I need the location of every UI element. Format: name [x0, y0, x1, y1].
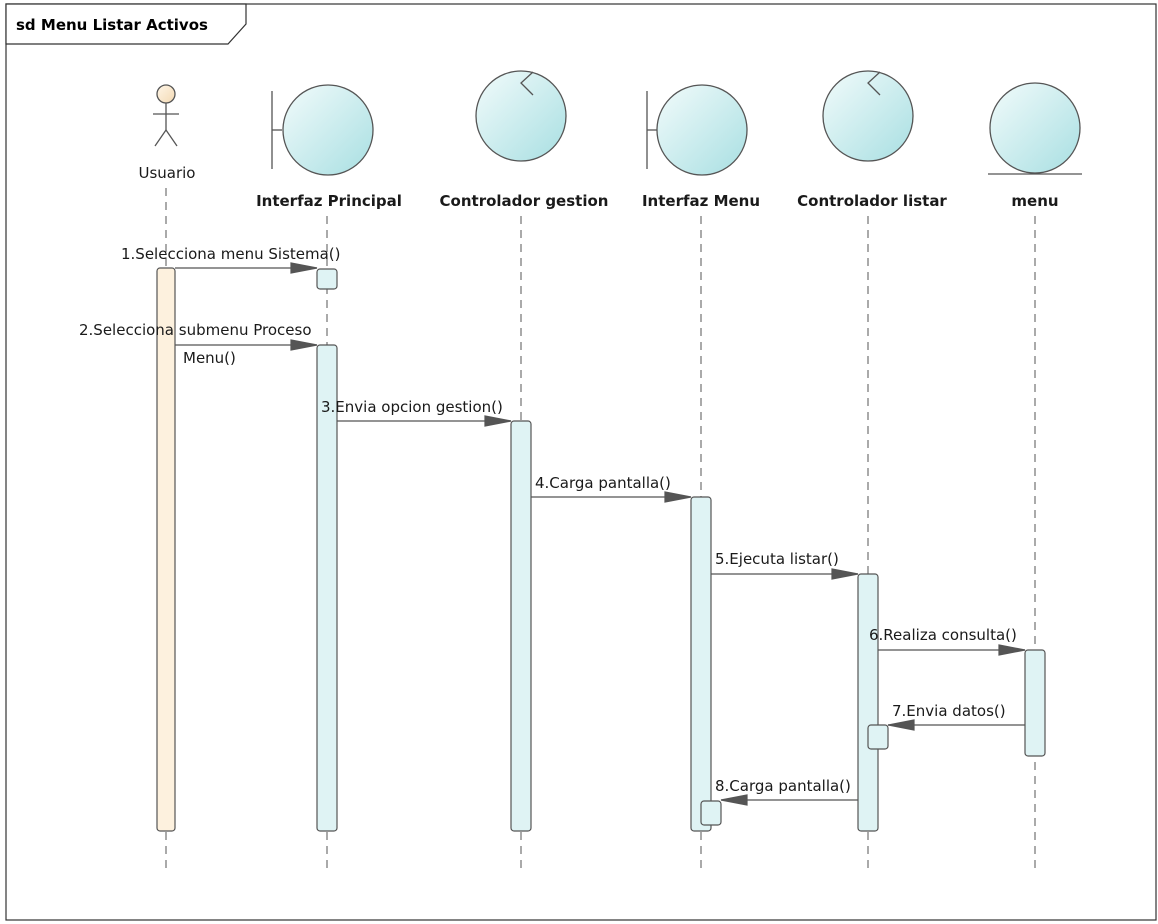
boundary-icon — [656, 84, 748, 176]
lifeline-name-controlador-gestion: Controlador gestion — [440, 192, 609, 210]
lifeline-name-usuario: Usuario — [138, 164, 195, 182]
frame-title-tab — [5, 3, 247, 45]
message-1-label: 1.Selecciona menu Sistema() — [121, 245, 341, 263]
message-4-label: 4.Carga pantalla() — [535, 474, 671, 492]
entity-icon — [989, 82, 1081, 174]
control-icon — [822, 70, 914, 162]
message-labels: 1.Selecciona menu Sistema() 2.Selecciona… — [79, 245, 1017, 795]
activation-controlador-listar — [857, 573, 879, 832]
message-6-label: 6.Realiza consulta() — [869, 626, 1017, 644]
message-6-arrowhead — [998, 644, 1026, 656]
activation-menu — [1024, 649, 1046, 757]
message-8-arrowhead — [720, 794, 748, 806]
message-arrows — [175, 262, 1026, 806]
activation-controlador-gestion — [510, 420, 532, 832]
activation-interfaz-menu — [690, 496, 712, 832]
activation-interfaz-menu-self — [700, 800, 722, 826]
message-3-arrowhead — [484, 415, 512, 427]
message-8-label: 8.Carga pantalla() — [715, 777, 851, 795]
control-controlador-listar[interactable]: Controlador listar — [797, 70, 947, 210]
boundary-interfaz-principal[interactable]: Interfaz Principal — [256, 84, 402, 210]
activations — [156, 267, 1046, 832]
frame-title: sd Menu Listar Activos — [16, 16, 208, 34]
entity-menu[interactable]: menu — [988, 82, 1082, 210]
control-controlador-gestion[interactable]: Controlador gestion — [440, 70, 609, 210]
frame-border — [5, 3, 1157, 921]
message-5-label: 5.Ejecuta listar() — [715, 550, 839, 568]
message-7-label: 7.Envia datos() — [892, 702, 1006, 720]
control-icon — [475, 70, 567, 162]
activation-controlador-listar-self — [867, 724, 889, 750]
lifeline-name-interfaz-menu: Interfaz Menu — [642, 192, 760, 210]
message-7-arrowhead — [887, 719, 915, 731]
boundary-icon — [282, 84, 374, 176]
activation-interfaz-principal-2 — [316, 344, 338, 832]
message-2-label-line1: 2.Selecciona submenu Proceso — [79, 321, 312, 339]
message-2-arrowhead — [290, 339, 318, 351]
message-3-label: 3.Envia opcion gestion() — [321, 398, 503, 416]
lifeline-name-interfaz-principal: Interfaz Principal — [256, 192, 402, 210]
boundary-interfaz-menu[interactable]: Interfaz Menu — [642, 84, 760, 210]
activation-usuario — [156, 267, 176, 832]
actor-usuario[interactable]: Usuario — [138, 84, 196, 182]
message-5-arrowhead — [831, 568, 859, 580]
lifeline-name-controlador-listar: Controlador listar — [797, 192, 947, 210]
message-4-arrowhead — [664, 491, 692, 503]
lifeline-lines — [165, 188, 1036, 868]
message-2-label-line2: Menu() — [183, 349, 236, 367]
actor-head-icon — [156, 84, 176, 104]
lifeline-name-menu: menu — [1011, 192, 1058, 210]
message-1-arrowhead — [290, 262, 318, 274]
activation-interfaz-principal-1 — [316, 268, 338, 290]
